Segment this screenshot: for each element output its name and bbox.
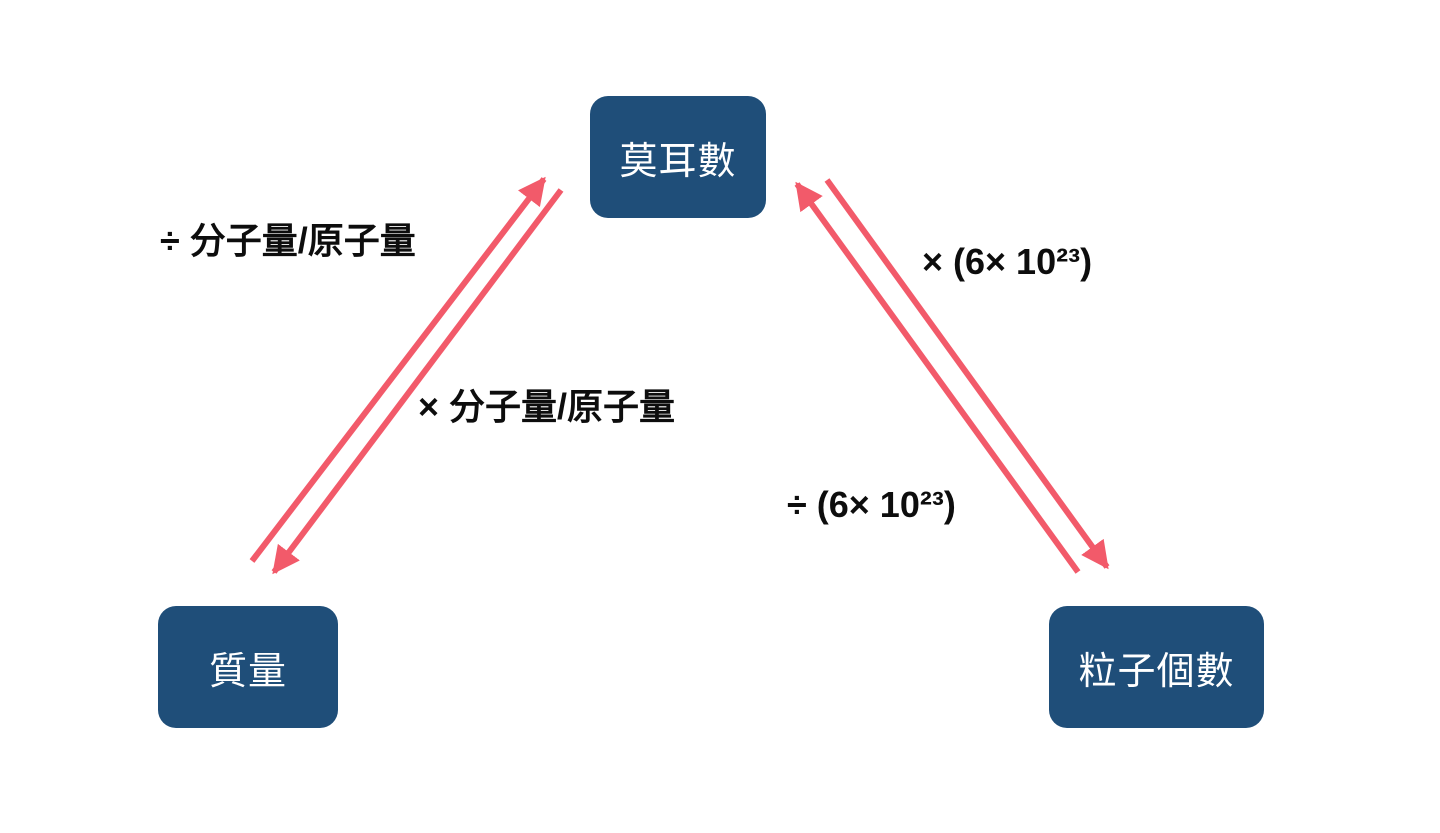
node-particles-label: 粒子個數 — [1078, 650, 1235, 693]
node-mass-label: 質量 — [208, 650, 287, 693]
node-mole-label: 莫耳數 — [619, 140, 737, 183]
arrow-mass-to-mole — [249, 176, 547, 563]
edge-label-divide-molar-mass: ÷ 分子量/原子量 — [160, 220, 416, 261]
edge-label-multiply-avogadro: × (6× 10²³) — [922, 241, 1093, 282]
node-mole: 莫耳數 — [590, 96, 766, 218]
edge-label-divide-avogadro: ÷ (6× 10²³) — [787, 484, 956, 525]
edge-label-multiply-molar-mass: × 分子量/原子量 — [418, 386, 676, 427]
arrow-particles-to-mole — [794, 181, 1081, 574]
node-particles: 粒子個數 — [1049, 606, 1264, 728]
arrow-mole-to-particles — [824, 178, 1110, 570]
arrow-mole-to-mass — [271, 188, 564, 575]
node-mass: 質量 — [158, 606, 338, 728]
